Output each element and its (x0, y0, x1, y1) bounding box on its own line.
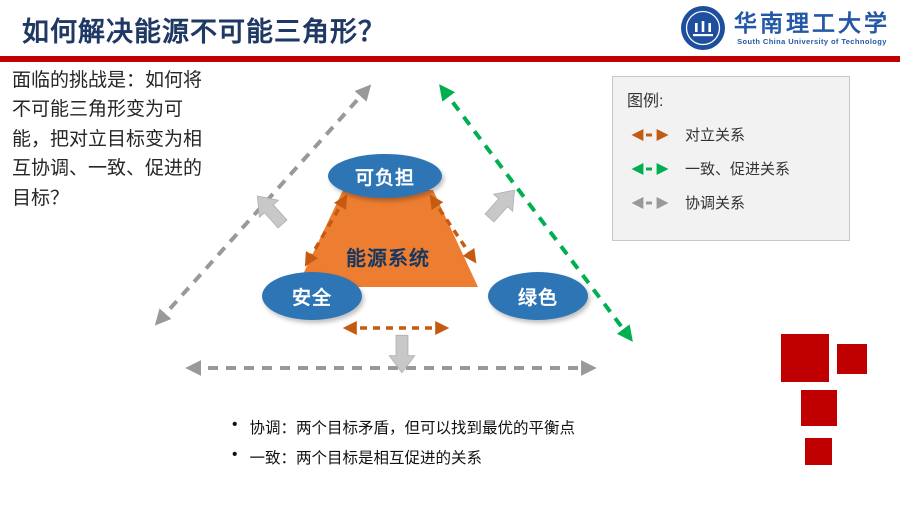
list-item: • 一致：两个目标是相互促进的关系 (232, 446, 575, 468)
notes-list: • 协调：两个目标矛盾，但可以找到最优的平衡点 • 一致：两个目标是相互促进的关… (232, 416, 575, 476)
legend-item-coordinating: 协调关系 (627, 192, 835, 213)
legend-label-promoting: 一致、促进关系 (685, 161, 791, 178)
university-name-en: South China University of Technology (737, 37, 887, 47)
block-arrow-bottom-icon (388, 334, 416, 374)
outer-right-promoting-arrow (439, 84, 633, 342)
university-logo: 华南理工大学 South China University of Technol… (680, 5, 890, 51)
legend-label-coordinating: 协调关系 (685, 195, 746, 212)
challenge-text: 面临的挑战是：如何将不可能三角形变为可能，把对立目标变为相互协调、一致、促进的目… (12, 70, 203, 209)
legend-item-opposing: 对立关系 (627, 124, 835, 145)
university-emblem-icon (681, 6, 725, 50)
header-divider (0, 56, 900, 62)
university-name: 华南理工大学 South China University of Technol… (734, 10, 890, 47)
node-green: 绿色 (488, 272, 588, 320)
page-title: 如何解决能源不可能三角形？ (22, 17, 386, 47)
node-secure: 安全 (262, 272, 362, 320)
bullet-text-consistent: 一致：两个目标是相互促进的关系 (249, 450, 482, 467)
opposing-arrow-icon (631, 128, 669, 141)
bullet-marker: • (232, 446, 238, 463)
university-name-cn: 华南理工大学 (734, 9, 890, 37)
bullet-marker: • (232, 416, 238, 433)
energy-triangle-diagram: 能源系统 可负担 安全 绿色 (130, 62, 675, 397)
list-item: • 协调：两个目标矛盾，但可以找到最优的平衡点 (232, 416, 575, 438)
question-mark-graphic (781, 334, 867, 465)
legend-item-promoting: 一致、促进关系 (627, 158, 835, 179)
coordinating-arrow-icon (631, 196, 669, 209)
promoting-arrow-icon (631, 162, 669, 175)
node-affordable: 可负担 (328, 154, 442, 198)
bullet-text-coordinate: 协调：两个目标矛盾，但可以找到最优的平衡点 (249, 420, 575, 437)
block-arrow-upper-right-icon (484, 189, 515, 223)
diagram-arrows-layer (154, 84, 633, 376)
legend-box: 图例: 对立关系 一致、促进关系 协调关系 (612, 76, 850, 241)
legend-label-opposing: 对立关系 (685, 127, 746, 144)
block-arrow-upper-left-icon (257, 195, 288, 229)
legend-title: 图例: (627, 93, 664, 110)
energy-system-label: 能源系统 (346, 248, 430, 270)
